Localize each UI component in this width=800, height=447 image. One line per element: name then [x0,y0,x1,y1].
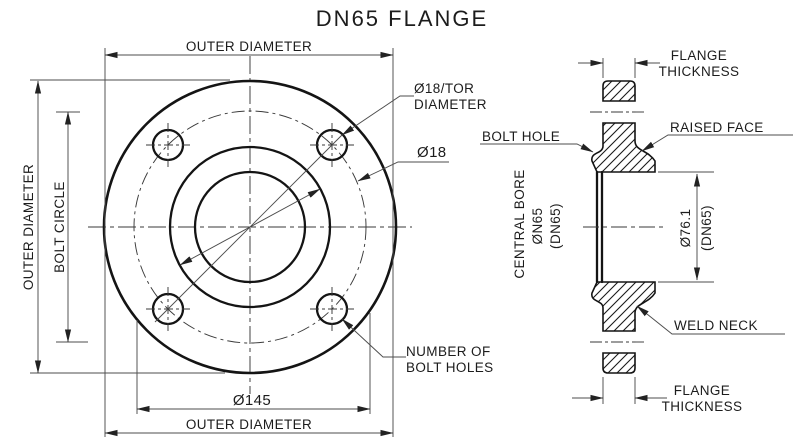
raised-face-diameter-line [179,188,321,266]
dim-flange-thickness-bottom [572,377,667,404]
page-title: DN65 FLANGE [316,6,488,31]
section-lower-body [591,281,656,332]
bolt-hole-tor-label-line2: DIAMETER [414,97,487,112]
flange-thickness-bottom-label-line2: THICKNESS [662,399,743,414]
ext-lines [602,377,636,404]
bolt-circle-label: BOLT CIRCLE [52,181,67,273]
number-of-bolt-holes-label-line1: NUMBER OF [406,344,491,359]
central-bore-label-line1: CENTRAL BORE [512,169,527,278]
leader-lines [341,95,449,358]
bore-diameter-dn-value: (DN65) [699,205,714,251]
outer-diameter-top-label: OUTER DIAMETER [186,39,312,54]
section-bottom-rim [602,352,636,374]
dim-bore-diameter [658,171,714,283]
leader-raised-face [641,134,793,152]
front-view: OUTER DIAMETER OUTER DIAMETER BOLT CIRCL… [21,39,494,437]
section-leaders [480,134,793,335]
bolt-hole-diameter-value: Ø18 [417,144,447,161]
hatched-sections [591,80,656,374]
outer-diameter-left-label: OUTER DIAMETER [21,164,36,290]
section-view: FLANGE THICKNESS BOLT HOLE RAISED FACE C… [480,48,793,414]
bolt-hole-label: BOLT HOLE [482,129,560,144]
number-of-bolt-holes-label-line2: BOLT HOLES [406,360,494,375]
leader-weld-neck [636,305,785,335]
outer-diameter-circle [102,79,398,375]
raised-face-circle [168,145,332,309]
raised-face-label: RAISED FACE [670,120,764,135]
central-bore-label-line3: (DN65) [548,203,563,249]
bolt-circle-diameter-value: Ø145 [233,392,271,409]
bolt-hole-axis-line [154,134,343,323]
flange-thickness-bottom-label-line1: FLANGE [674,383,730,398]
weld-neck-label: WELD NECK [674,318,758,333]
extension-lines [30,48,394,437]
leader-d18 [357,161,449,182]
ext-lines [658,171,714,283]
central-bore-label-line2: ØN65 [530,208,545,245]
leader-bolt-hole [480,143,594,153]
flange-thickness-top-label-line2: THICKNESS [659,64,740,79]
flange-thickness-top-label-line1: FLANGE [671,48,727,63]
dim-flange-thickness-top [578,58,660,78]
leader-d18-tor [341,95,414,136]
section-upper-body [591,122,656,173]
ext-lines [602,58,636,78]
outer-diameter-bottom-label: OUTER DIAMETER [186,417,312,432]
bolt-circle [133,110,367,344]
bolt-hole-tor-label-line1: Ø18/TOR [414,81,474,96]
dimension-lines [34,51,394,437]
leader-number-of-bolt-holes [341,318,406,358]
section-top-rim [602,80,636,102]
bore-diameter-value: Ø76.1 [678,209,693,248]
